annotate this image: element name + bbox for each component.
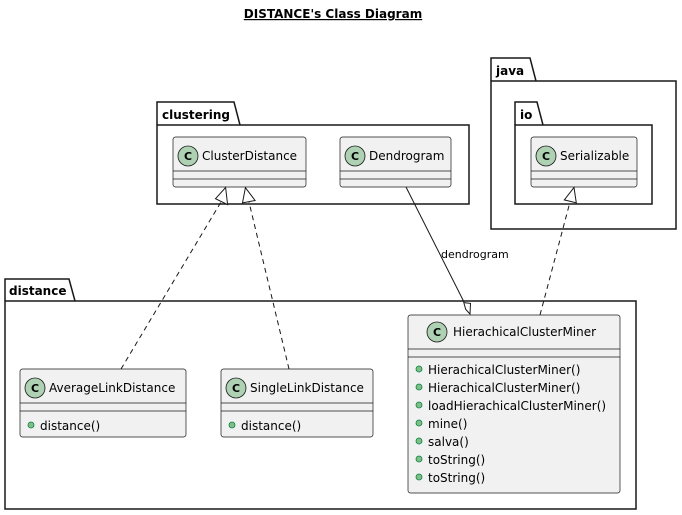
svg-text:C: C: [31, 382, 39, 395]
public-method-icon: [415, 455, 423, 463]
class-single-link-distance: C SingleLinkDistance distance(): [220, 368, 374, 438]
method: loadHierachicalClusterMiner(): [428, 399, 606, 413]
class-name: SingleLinkDistance: [250, 381, 364, 395]
public-method-icon: [415, 401, 423, 409]
class-name: AverageLinkDistance: [49, 381, 175, 395]
class-icon: [177, 145, 199, 167]
method: salva(): [428, 435, 469, 449]
class-hierachical-cluster-miner: C HierachicalClusterMiner HierachicalClu…: [407, 314, 621, 494]
method: distance(): [241, 419, 301, 433]
class-icon: [225, 377, 247, 399]
class-name: Serializable: [560, 149, 629, 163]
class-icon: [535, 145, 557, 167]
svg-text:C: C: [433, 326, 441, 339]
class-cluster-distance: C ClusterDistance: [172, 136, 307, 188]
package-label-distance: distance: [9, 284, 66, 298]
method: HierachicalClusterMiner(): [428, 363, 580, 377]
svg-text:C: C: [542, 150, 550, 163]
class-serializable: C Serializable: [530, 136, 638, 188]
svg-text:C: C: [351, 150, 359, 163]
method: mine(): [428, 417, 467, 431]
class-icon: [344, 145, 366, 167]
method: distance(): [40, 419, 100, 433]
class-icon: [426, 321, 448, 343]
public-method-icon: [415, 419, 423, 427]
public-method-icon: [228, 421, 236, 429]
method: toString(): [428, 453, 485, 467]
aggregation-edge-dendrogram: dendrogram: [405, 186, 509, 316]
realization-edge-single-to-cluster-distance: [241, 186, 290, 370]
realization-edge-hierachical-to-serializable: [539, 186, 577, 316]
svg-text:C: C: [232, 382, 240, 395]
public-method-icon: [27, 421, 35, 429]
class-average-link-distance: C AverageLinkDistance distance(): [19, 368, 187, 438]
package-label-java: java: [495, 64, 524, 78]
class-name: ClusterDistance: [202, 149, 297, 163]
public-method-icon: [415, 383, 423, 391]
public-method-icon: [415, 437, 423, 445]
diagram-title: DISTANCE's Class Diagram: [244, 7, 422, 21]
svg-text:C: C: [184, 150, 192, 163]
class-icon: [24, 377, 46, 399]
package-label-clustering: clustering: [162, 108, 230, 122]
edge-label-dendrogram: dendrogram: [441, 248, 509, 261]
package-label-io: io: [520, 108, 532, 122]
method: HierachicalClusterMiner(): [428, 381, 580, 395]
class-dendrogram: C Dendrogram: [339, 136, 452, 188]
class-name: Dendrogram: [369, 149, 444, 163]
class-name: HierachicalClusterMiner: [453, 325, 596, 339]
public-method-icon: [415, 365, 423, 373]
realization-edge-average-to-cluster-distance: [120, 186, 229, 370]
method: toString(): [428, 471, 485, 485]
public-method-icon: [415, 473, 423, 481]
